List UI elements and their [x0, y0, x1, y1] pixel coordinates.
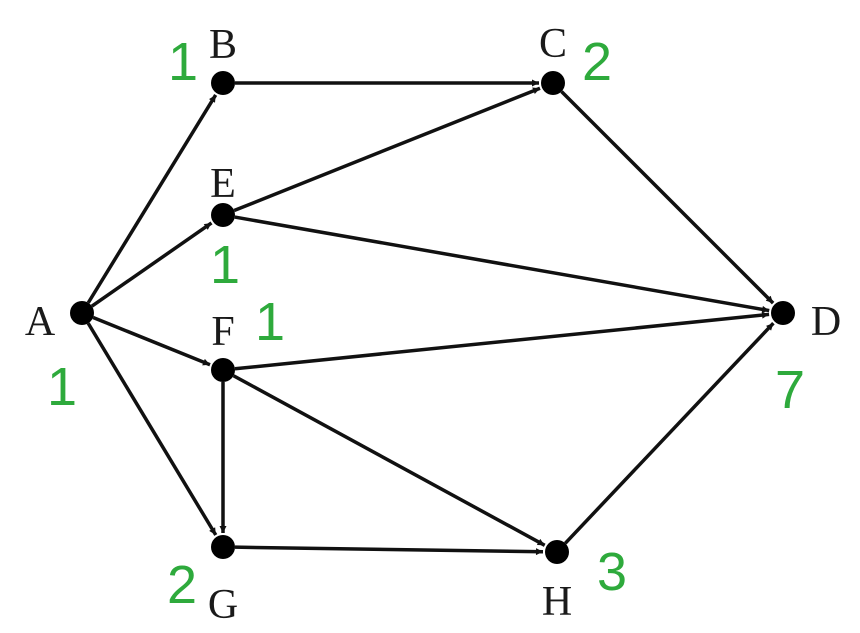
node-e	[211, 203, 235, 227]
edge-c-d	[560, 90, 775, 305]
path-count-c: 2	[582, 32, 612, 92]
node-label-e: E	[210, 161, 236, 207]
node-d	[771, 301, 795, 325]
path-count-a: 1	[47, 357, 77, 417]
edge-e-d	[234, 215, 770, 313]
edges-layer	[86, 79, 775, 556]
node-label-f: F	[211, 309, 234, 355]
node-label-a: A	[25, 299, 56, 345]
path-count-g: 2	[167, 555, 197, 615]
node-label-g: G	[208, 582, 238, 628]
edge-h-d	[563, 321, 775, 545]
node-g	[211, 535, 235, 559]
edge-a-b	[86, 94, 218, 304]
path-count-b: 1	[168, 32, 198, 92]
node-b	[211, 71, 235, 95]
path-count-d: 7	[775, 360, 805, 420]
node-f	[211, 358, 235, 382]
node-label-c: C	[539, 21, 567, 67]
path-count-h: 3	[597, 542, 627, 602]
node-label-b: B	[209, 22, 237, 68]
nodes-layer	[70, 71, 795, 564]
path-count-f: 1	[255, 292, 285, 352]
node-h	[545, 540, 569, 564]
node-a	[70, 301, 94, 325]
node-label-d: D	[811, 299, 841, 345]
node-c	[541, 71, 565, 95]
edge-a-g	[86, 322, 218, 536]
edge-a-f	[92, 315, 211, 367]
edge-f-d	[234, 311, 770, 371]
edge-a-e	[90, 221, 213, 308]
edge-g-h	[234, 545, 544, 556]
edge-f-h	[232, 374, 546, 547]
edge-e-c	[233, 86, 541, 213]
path-count-e: 1	[210, 235, 240, 295]
node-label-h: H	[542, 579, 572, 625]
